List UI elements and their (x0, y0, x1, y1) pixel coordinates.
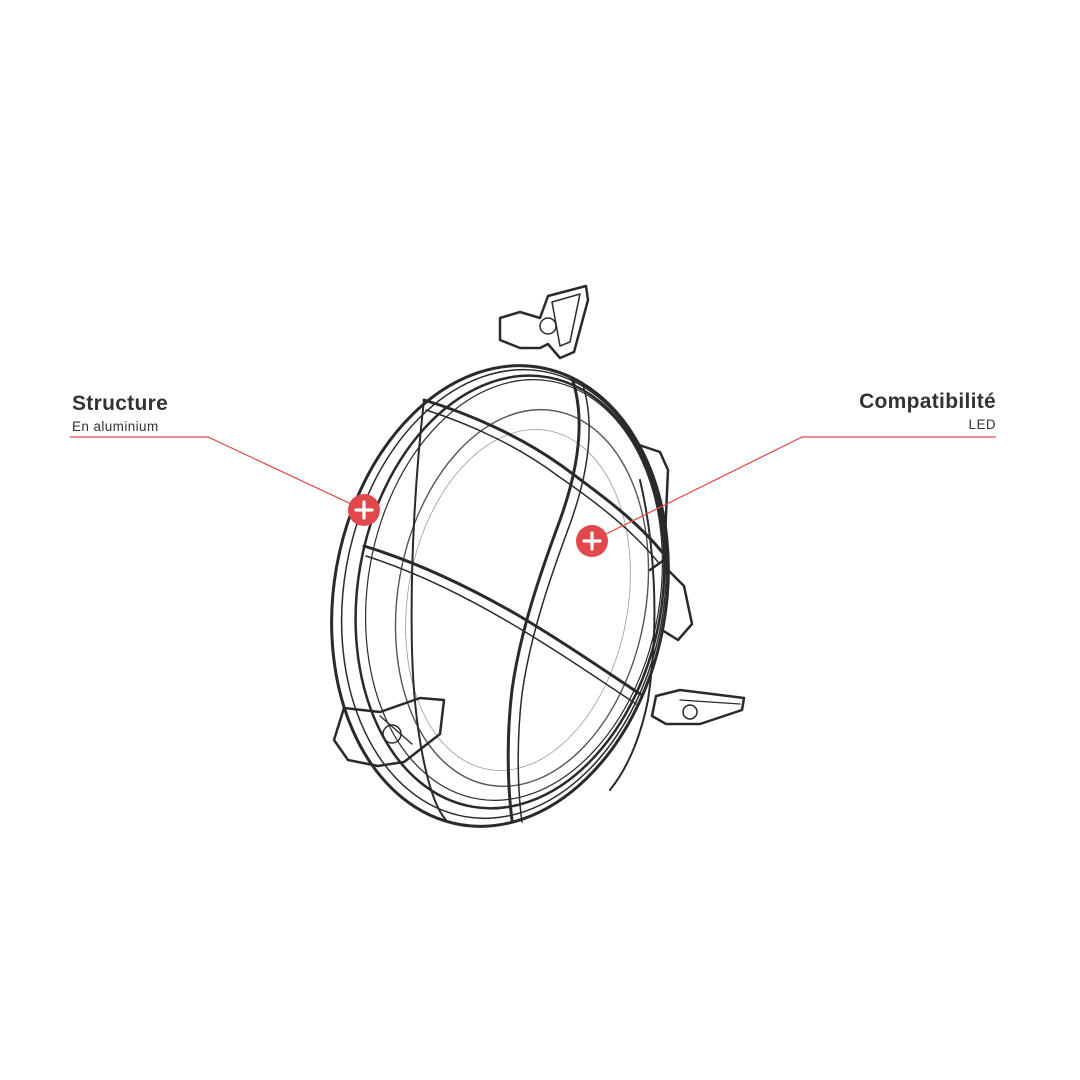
leader-lines (70, 436, 996, 542)
hotspot-structure[interactable] (348, 494, 380, 526)
cage-lamp-sketch (330, 284, 746, 828)
feature-subtitle-structure: En aluminium (72, 419, 159, 434)
plus-icon (582, 531, 602, 551)
feature-title-compatibility: Compatibilité (859, 390, 996, 413)
feature-label-compatibility: Compatibilité LED (859, 390, 996, 432)
plus-icon (354, 500, 374, 520)
hotspot-compatibility[interactable] (576, 525, 608, 557)
leader-line-compatibility (591, 436, 996, 542)
feature-title-structure: Structure (72, 392, 169, 415)
feature-subtitle-compatibility: LED (968, 417, 996, 432)
leader-line-structure (70, 436, 365, 511)
feature-label-structure: Structure En aluminium (72, 392, 168, 434)
